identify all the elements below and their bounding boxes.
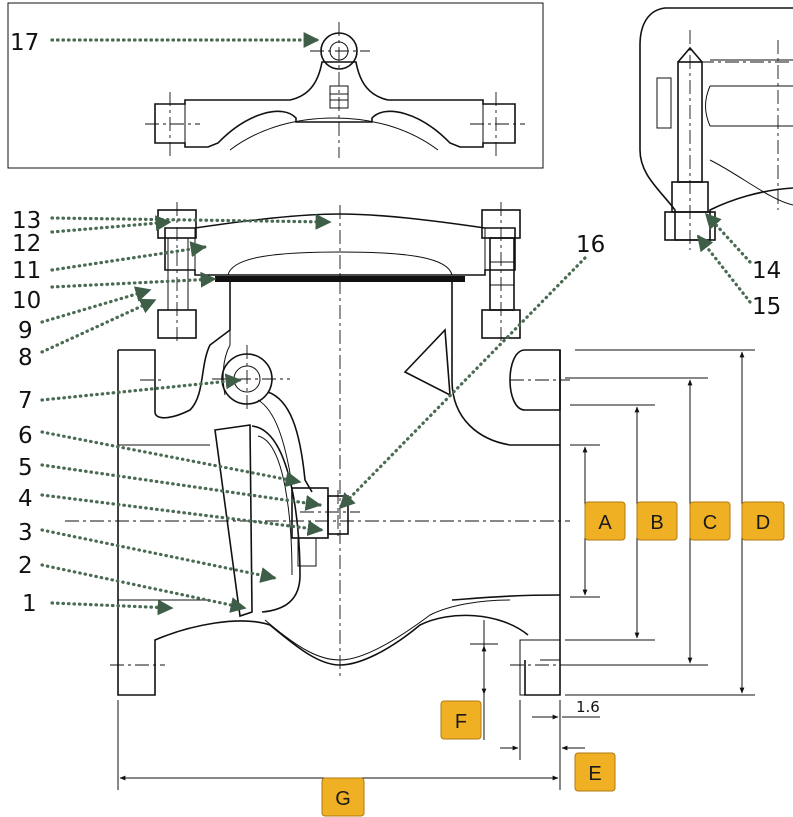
leader-12 — [50, 215, 172, 234]
dimension-tag-b-text: B — [650, 512, 663, 534]
part-label-1: 1 — [22, 591, 37, 617]
dimension-tag-g-text: G — [335, 788, 351, 810]
part-label-3: 3 — [18, 520, 33, 546]
leader-8 — [40, 298, 157, 354]
dimension-tag-f-text: F — [455, 711, 467, 733]
dimension-tag-d: D — [741, 501, 785, 541]
part-label-5: 5 — [18, 455, 33, 481]
leader-15 — [696, 234, 752, 304]
dimension-tags: A B C D F E G 1.6 — [321, 501, 785, 817]
dimension-tag-d-text: D — [756, 512, 770, 534]
hinge-detail-inset — [7, 2, 544, 169]
part-label-13: 13 — [12, 208, 41, 234]
part-label-17: 17 — [10, 30, 39, 56]
part-label-6: 6 — [18, 423, 33, 449]
bolt-detail-inset — [639, 7, 793, 250]
part-label-11: 11 — [12, 258, 41, 284]
dimension-tag-e: E — [574, 752, 616, 792]
leader-10 — [50, 271, 217, 289]
dimension-tag-a-text: A — [598, 512, 612, 534]
leader-lines — [40, 32, 752, 616]
leader-5 — [40, 463, 322, 511]
part-label-10: 10 — [12, 288, 41, 314]
part-label-15: 15 — [752, 294, 781, 320]
part-label-16: 16 — [576, 232, 605, 258]
leader-2 — [40, 563, 247, 613]
part-number-labels: 17 13 12 11 10 9 8 7 6 5 4 3 2 1 16 14 1… — [10, 30, 781, 617]
leader-13 — [50, 213, 332, 230]
valve-body — [65, 202, 570, 696]
leader-6 — [40, 430, 302, 488]
part-label-8: 8 — [18, 345, 33, 371]
dimension-tag-b: B — [636, 501, 678, 541]
part-label-4: 4 — [18, 486, 33, 512]
dimension-tag-e-text: E — [588, 763, 601, 785]
part-label-2: 2 — [18, 553, 33, 579]
part-label-12: 12 — [12, 231, 41, 257]
part-label-9: 9 — [18, 318, 33, 344]
leader-9 — [40, 286, 152, 324]
leader-3 — [40, 528, 277, 583]
dimension-tag-g: G — [321, 777, 365, 817]
dimension-tag-f: F — [440, 700, 482, 740]
dimension-tag-c-text: C — [703, 512, 717, 534]
raised-face-dimension: 1.6 — [576, 698, 600, 716]
dimension-tag-a: A — [584, 501, 626, 541]
leader-14 — [704, 212, 752, 264]
gasket — [215, 276, 465, 282]
leader-1 — [50, 599, 174, 616]
part-label-14: 14 — [752, 258, 781, 284]
leader-4 — [40, 493, 324, 537]
part-label-7: 7 — [18, 388, 33, 414]
leader-11 — [50, 241, 207, 272]
leader-16 — [338, 256, 587, 510]
dimension-tag-c: C — [689, 501, 731, 541]
leader-7 — [40, 373, 242, 402]
dimension-lines — [117, 349, 755, 790]
inset-frame — [7, 2, 544, 169]
